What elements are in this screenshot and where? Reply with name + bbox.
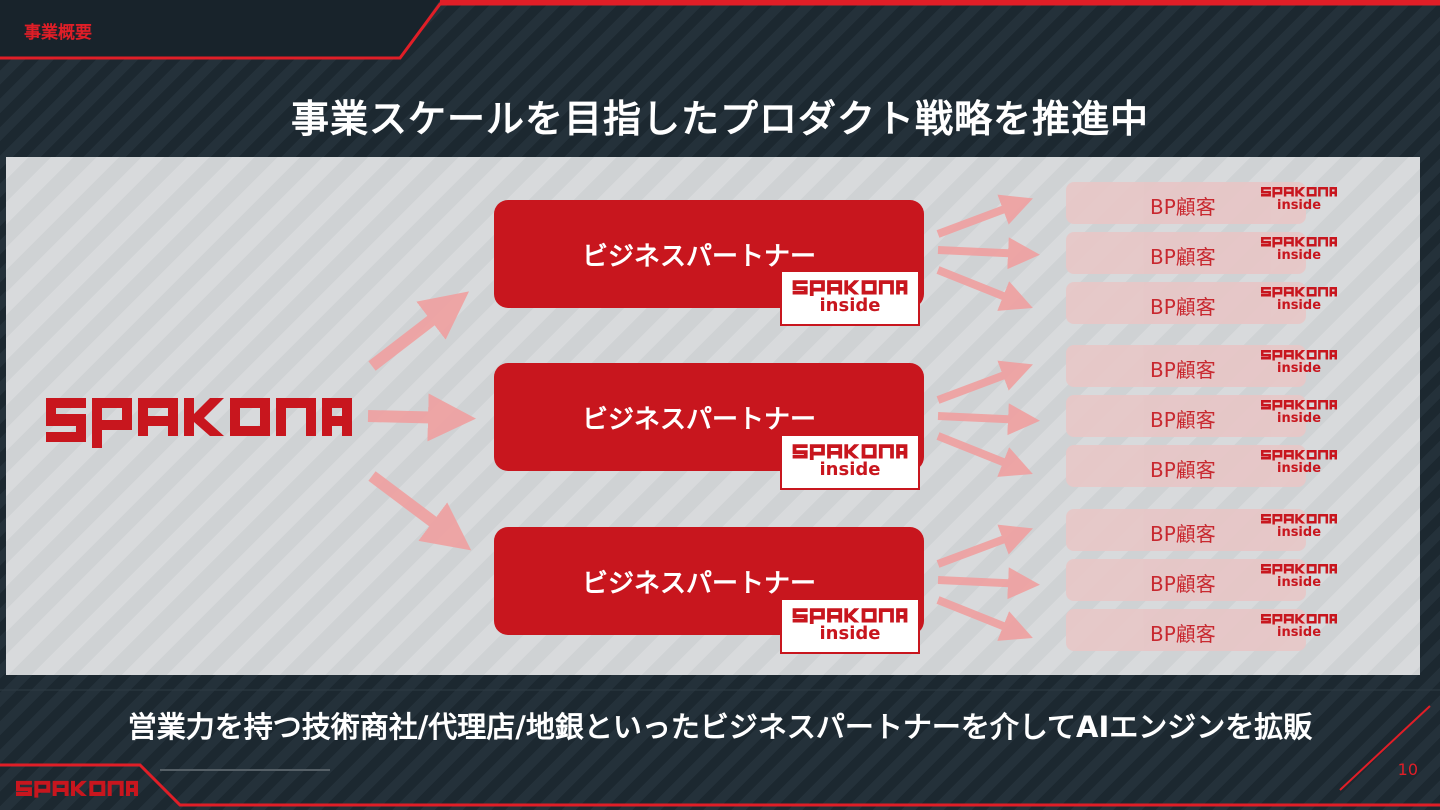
- partner-box-1: ビジネスパートナー: [494, 200, 924, 308]
- customer-label: BP顧客: [1150, 195, 1216, 219]
- inside-label: inside: [1276, 525, 1322, 540]
- page-title: 事業スケールを目指したプロダクト戦略を推進中: [290, 97, 1149, 141]
- page-number: 10: [1397, 760, 1418, 779]
- spakona-inside-mini-badge: inside: [1260, 448, 1338, 475]
- customer-label: BP顧客: [1150, 408, 1216, 432]
- spakona-inside-mini-badge: inside: [1260, 235, 1338, 262]
- customer-label: BP顧客: [1150, 458, 1216, 482]
- customer-label: BP顧客: [1150, 572, 1216, 596]
- section-tag: 事業概要: [24, 23, 92, 43]
- spakona-inside-mini-badge: inside: [1260, 562, 1338, 589]
- footer-spakona-logo: [16, 780, 138, 798]
- inside-label: inside: [819, 459, 881, 480]
- summary-text: 営業力を持つ技術商社/代理店/地銀といったビジネスパートナーを介してAIエンジン…: [127, 710, 1313, 744]
- inside-label: inside: [1276, 575, 1322, 590]
- inside-label: inside: [1276, 411, 1322, 426]
- spakona-inside-mini-badge: inside: [1260, 398, 1338, 425]
- spakona-logo: [1261, 350, 1337, 361]
- inside-label: inside: [1276, 298, 1322, 313]
- partner-label: ビジネスパートナー: [581, 405, 816, 435]
- inside-label: inside: [1276, 198, 1322, 213]
- spakona-logo: [1261, 287, 1337, 298]
- inside-label: inside: [1276, 248, 1322, 263]
- inside-label: inside: [1276, 625, 1322, 640]
- spakona-logo: [1261, 400, 1337, 411]
- spakona-logo: [1261, 614, 1337, 625]
- spakona-logo: [1261, 450, 1337, 461]
- spakona-logo: [1261, 187, 1337, 198]
- spakona-inside-mini-badge: inside: [1260, 285, 1338, 312]
- spakona-logo: [792, 444, 908, 460]
- customer-label: BP顧客: [1150, 358, 1216, 382]
- spakona-logo: [792, 280, 908, 296]
- customer-label: BP顧客: [1150, 245, 1216, 269]
- spakona-inside-mini-badge: inside: [1260, 185, 1338, 212]
- spakona-inside-mini-badge: inside: [1260, 512, 1338, 539]
- inside-label: inside: [1276, 461, 1322, 476]
- spakona-logo: [1261, 514, 1337, 525]
- inside-label: inside: [819, 623, 881, 644]
- inside-label: inside: [1276, 361, 1322, 376]
- customer-label: BP顧客: [1150, 522, 1216, 546]
- spakona-inside-badge: inside: [780, 598, 920, 654]
- spakona-logo: [46, 398, 352, 448]
- spakona-inside-mini-badge: inside: [1260, 612, 1338, 639]
- customer-label: BP顧客: [1150, 295, 1216, 319]
- spakona-inside-badge: inside: [780, 270, 920, 326]
- inside-label: inside: [819, 295, 881, 316]
- spakona-logo: [1261, 564, 1337, 575]
- partner-label: ビジネスパートナー: [581, 242, 816, 272]
- customer-label: BP顧客: [1150, 622, 1216, 646]
- spakona-logo: [1261, 237, 1337, 248]
- partner-label: ビジネスパートナー: [581, 569, 816, 599]
- spakona-inside-mini-badge: inside: [1260, 348, 1338, 375]
- spakona-logo: [792, 608, 908, 624]
- spakona-inside-badge: inside: [780, 434, 920, 490]
